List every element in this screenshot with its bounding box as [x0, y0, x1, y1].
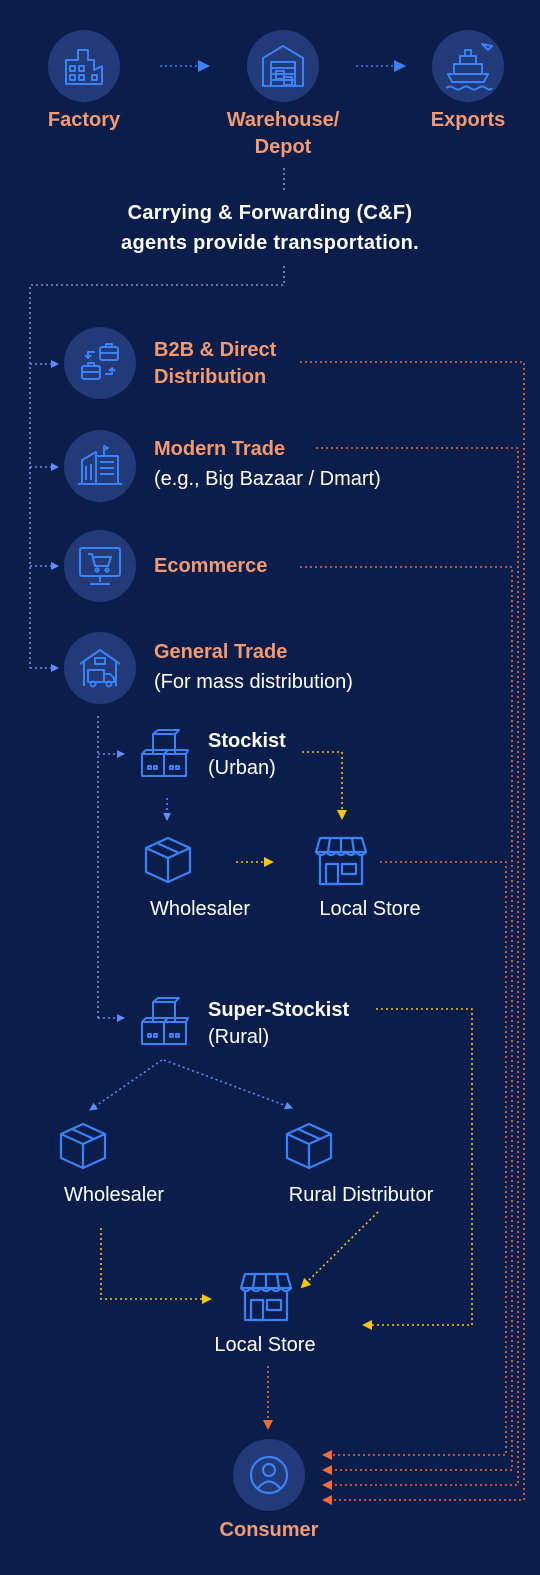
warehouse-truck-icon — [79, 649, 121, 688]
stockist-label: Stockist — [208, 730, 286, 752]
package-icon — [285, 1122, 333, 1170]
factory-icon — [65, 49, 103, 85]
arrow-rural-distributor-local-store — [300, 1211, 379, 1289]
warehouse-label-line2: Depot — [254, 136, 312, 158]
cf-note-line1: Carrying & Forwarding (C&F) — [127, 202, 413, 224]
arrow-super-stockist-rural-distributor — [163, 1059, 293, 1110]
rural-distributor-label: Rural Distributor — [288, 1184, 434, 1206]
exports-node — [432, 30, 504, 102]
factory-node — [48, 30, 120, 102]
ecommerce-label: Ecommerce — [154, 555, 268, 577]
super-stockist-sub: (Rural) — [208, 1026, 270, 1048]
cf-note-line2: agents provide transportation. — [121, 232, 419, 254]
boxes-icon — [141, 729, 189, 777]
arrow-super-stockist-wholesaler — [89, 1059, 163, 1111]
line-modern-trade-consumer — [316, 447, 519, 1490]
modern-trade-node — [64, 430, 136, 502]
monitor-cart-icon — [79, 547, 121, 585]
exports-label: Exports — [430, 109, 506, 131]
general-trade-label: General Trade — [154, 641, 288, 663]
general-trade-node — [64, 632, 136, 704]
briefcase-exchange-icon — [81, 343, 119, 380]
arrow-rural-wholesaler-local-store — [100, 1228, 212, 1304]
ship-icon — [445, 43, 493, 91]
arrow-super-stockist-local-store — [362, 1008, 473, 1330]
rural-local-store-label: Local Store — [214, 1334, 316, 1356]
b2b-node — [64, 327, 136, 399]
user-icon — [249, 1455, 289, 1495]
super-stockist-label: Super-Stockist — [208, 999, 350, 1021]
arrow-stockist-local-store — [302, 751, 347, 820]
cf-note: Carrying & Forwarding (C&F) agents provi… — [60, 198, 480, 258]
b2b-label-line2: Distribution — [154, 366, 267, 388]
boxes-icon — [141, 997, 189, 1045]
line-b2b-consumer — [300, 361, 525, 1505]
urban-wholesaler-label: Wholesaler — [149, 898, 251, 920]
modern-trade-label: Modern Trade — [154, 438, 286, 460]
package-icon — [59, 1122, 107, 1170]
general-trade-sub: (For mass distribution) — [154, 671, 353, 693]
b2b-label-line1: B2B & Direct — [154, 339, 277, 361]
line-urban-store-consumer — [322, 861, 507, 1460]
ecommerce-node — [64, 530, 136, 602]
mall-building-icon — [78, 445, 122, 485]
warehouse-icon — [262, 45, 304, 87]
warehouse-label-line1: Warehouse/ — [226, 109, 340, 131]
line-ecommerce-consumer — [300, 566, 513, 1475]
urban-local-store-label: Local Store — [319, 898, 421, 920]
package-icon — [144, 836, 192, 884]
line-cf-trunk — [29, 266, 285, 668]
warehouse-node — [247, 30, 319, 102]
stockist-sub: (Urban) — [208, 757, 276, 779]
factory-label: Factory — [47, 109, 121, 131]
rural-wholesaler-label: Wholesaler — [63, 1184, 165, 1206]
store-icon — [314, 836, 368, 886]
store-icon — [239, 1272, 293, 1322]
consumer-label: Consumer — [219, 1519, 319, 1541]
consumer-node — [233, 1439, 305, 1511]
modern-trade-sub: (e.g., Big Bazaar / Dmart) — [154, 468, 381, 490]
